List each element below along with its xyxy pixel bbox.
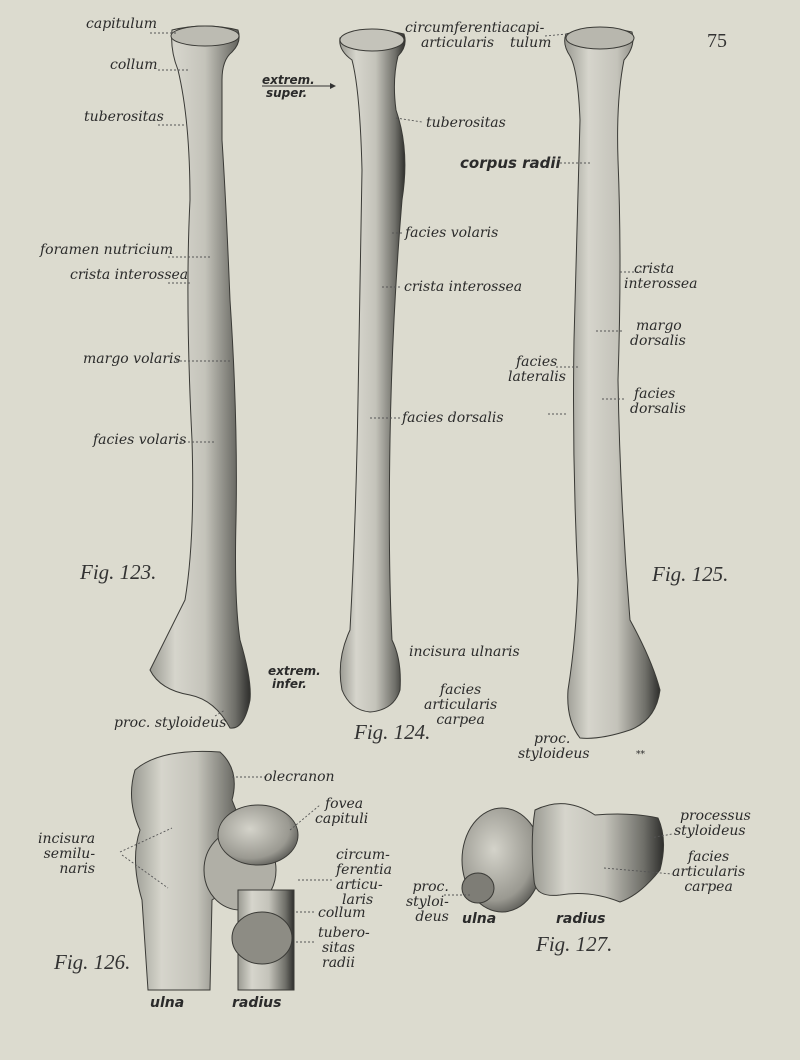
fig125-radius [564, 26, 661, 739]
leader-lines [119, 32, 673, 943]
label-circumferentia-articularis-126: circum- ferentia articu- laris [336, 847, 392, 908]
label-ulna-126: ulna [150, 995, 185, 1011]
fig127-bones [461, 803, 664, 913]
label-capitulum: capitulum [86, 16, 158, 32]
label-facies-dorsalis-125: facies dorsalis [630, 386, 686, 417]
label-collum-126: collum [318, 905, 366, 921]
label-capitulum-125: capi- tulum [510, 20, 552, 51]
double-star-marker: ** [636, 750, 645, 760]
label-crista-interossea: crista interossea [70, 267, 189, 283]
figure-caption-124: Fig. 124. [354, 720, 431, 744]
label-proc-styloideus: proc. styloideus [114, 715, 227, 731]
label-crista-interossea-125: crista interossea [624, 261, 698, 292]
page-number: 75 [707, 30, 727, 52]
label-foramen-nutricium: foramen nutricium [40, 242, 174, 258]
label-circumferentia-articularis: circumferentia articularis [405, 20, 511, 51]
figure-caption-123: Fig. 123. [80, 560, 157, 584]
label-extrem-super: extrem. super. [262, 73, 315, 100]
label-olecranon: olecranon [264, 769, 335, 785]
fig123-radius [149, 25, 251, 729]
label-facies-volaris: facies volaris [93, 432, 187, 448]
label-collum: collum [110, 57, 158, 73]
label-proc-styloideus-127: proc. styloi- deus [406, 879, 449, 925]
figure-caption-126: Fig. 126. [54, 950, 131, 974]
label-margo-dorsalis: margo dorsalis [630, 318, 686, 349]
label-fovea-capituli: fovea capituli [315, 796, 369, 827]
figure-caption-127: Fig. 127. [536, 932, 613, 956]
label-margo-volaris: margo volaris [83, 351, 181, 367]
label-tuberositas-radii: tubero- sitas radii [318, 925, 370, 971]
label-facies-articularis-carpea-127: facies articularis carpea [672, 849, 746, 895]
label-processus-styloideus: processus styloideus [674, 808, 751, 839]
label-radius-126: radius [232, 995, 282, 1011]
label-tuberositas: tuberositas [84, 109, 164, 125]
figure-caption-125: Fig. 125. [652, 562, 729, 586]
label-crista-interossea-124: crista interossea [404, 279, 523, 295]
label-ulna-127: ulna [462, 911, 497, 927]
label-facies-dorsalis-124: facies dorsalis [402, 410, 504, 426]
label-facies-volaris-124: facies volaris [405, 225, 499, 241]
label-incisura-ulnaris: incisura ulnaris [409, 644, 520, 660]
label-radius-127: radius [556, 911, 606, 927]
label-corpus-radii: corpus radii [460, 154, 561, 172]
label-tuberositas-124: tuberositas [426, 115, 506, 131]
fig124-radius [339, 28, 406, 713]
label-facies-articularis-carpea-124: facies articularis carpea [424, 682, 498, 728]
label-proc-styloideus-125: proc. styloideus [518, 731, 590, 762]
label-extrem-infer: extrem. infer. [268, 664, 321, 691]
fig126-bones [130, 750, 299, 991]
label-facies-lateralis: facies lateralis [508, 354, 566, 385]
label-incisura-semilunaris: incisura semilu- naris [38, 831, 96, 877]
